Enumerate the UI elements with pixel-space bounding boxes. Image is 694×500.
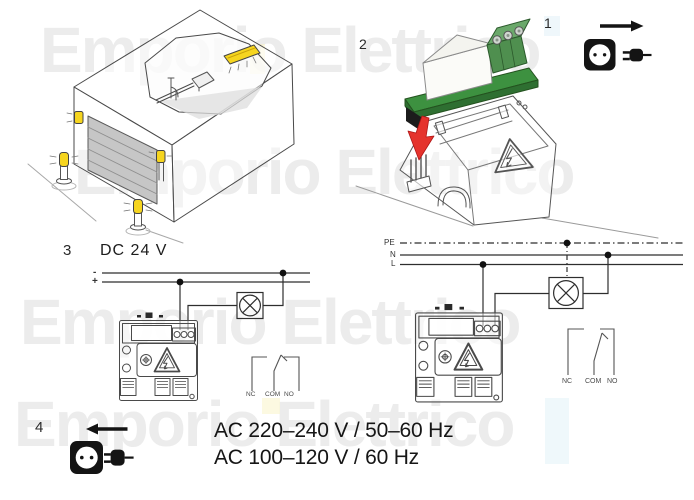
l-line-label: L — [391, 259, 396, 268]
lamp-symbol — [548, 276, 584, 310]
n-line-label: N — [390, 250, 396, 259]
relay-contact-symbol — [251, 354, 300, 391]
control-unit — [118, 311, 199, 402]
unplug-icon-group — [584, 20, 652, 71]
housing-rails — [435, 109, 513, 145]
housing-wall-edge — [467, 169, 475, 225]
junction-dot — [279, 269, 287, 277]
door-arm-bracket — [167, 77, 179, 101]
pe-line-label: PE — [384, 238, 395, 247]
step-number-2: 2 — [359, 36, 367, 52]
junction-dot — [176, 278, 184, 286]
connector-pins — [410, 154, 427, 183]
insert-arrow-down — [407, 115, 435, 161]
junction-dot — [563, 239, 571, 247]
receiver-module-exploded — [355, 18, 659, 239]
step-number-3: 3 — [63, 242, 72, 259]
arrow-left-head — [86, 423, 98, 435]
terminal-block-dividers — [498, 38, 516, 71]
ground-line — [27, 163, 97, 222]
wire — [494, 292, 549, 326]
photocell-wall-left — [74, 111, 84, 124]
opener-motor — [191, 71, 215, 92]
dc-bus-lines — [102, 272, 310, 283]
lamp-symbol — [236, 291, 264, 320]
warning-triangle — [494, 138, 534, 174]
garage-door — [87, 115, 158, 205]
arrow-right-head — [631, 20, 644, 32]
dc-positive-label: + — [92, 276, 98, 287]
bollard-photocell — [133, 199, 143, 214]
photocell-rays — [148, 151, 173, 157]
plug-icon — [104, 449, 134, 466]
watermark-tint — [262, 398, 280, 414]
plug-in-icon-group — [70, 423, 134, 474]
relay-no-label: NO — [607, 378, 618, 385]
watermark-tint — [544, 16, 560, 36]
ground-line — [355, 185, 659, 239]
garage-illustration — [27, 9, 295, 244]
photocell-wall-right — [156, 150, 166, 163]
step-number-4: 4 — [35, 419, 44, 436]
photocell-post — [158, 162, 164, 182]
dc-voltage-label: DC 24 V — [100, 242, 168, 259]
wire — [583, 255, 609, 295]
photocell-rays — [49, 155, 79, 165]
rail-clip — [497, 104, 510, 120]
dc-wiring-diagram — [102, 269, 310, 402]
housing-inner-rim — [433, 103, 549, 171]
relay-no-label: NO — [284, 391, 294, 398]
step-number-1: 1 — [544, 15, 552, 31]
ac-wiring-diagram — [400, 239, 683, 403]
cable-arch — [437, 186, 471, 209]
ground-line — [145, 229, 184, 244]
flashing-light-highlight — [227, 47, 256, 59]
bollard-post — [134, 211, 142, 227]
garage-door-slats — [87, 126, 158, 195]
junction-dot — [479, 261, 487, 268]
wire — [263, 273, 284, 307]
relay-nc-label: NC — [562, 378, 573, 385]
relay-com-label: COM — [585, 378, 602, 385]
watermark-tint — [545, 398, 569, 464]
housing-screw — [522, 104, 528, 110]
plug-icon — [622, 48, 652, 62]
relay-contact-symbol — [567, 328, 615, 375]
junction-dot — [604, 251, 612, 259]
ac-voltage-line2: AC 100–120 V / 60 Hz — [214, 446, 419, 469]
bollard-post — [60, 165, 68, 180]
interior-floor — [160, 87, 262, 119]
photocell-rays — [123, 202, 153, 212]
light-rays — [228, 56, 257, 74]
relay-com-label: COM — [265, 391, 281, 398]
rail-clip — [434, 120, 447, 136]
housing-screw — [516, 100, 522, 106]
photocell-rays — [66, 112, 73, 123]
control-unit — [414, 302, 504, 403]
bollard-photocell — [59, 152, 69, 167]
ac-voltage-line1: AC 220–240 V / 50–60 Hz — [214, 419, 454, 442]
relay-nc-label: NC — [246, 391, 256, 398]
dc-negative-label: - — [93, 267, 97, 278]
